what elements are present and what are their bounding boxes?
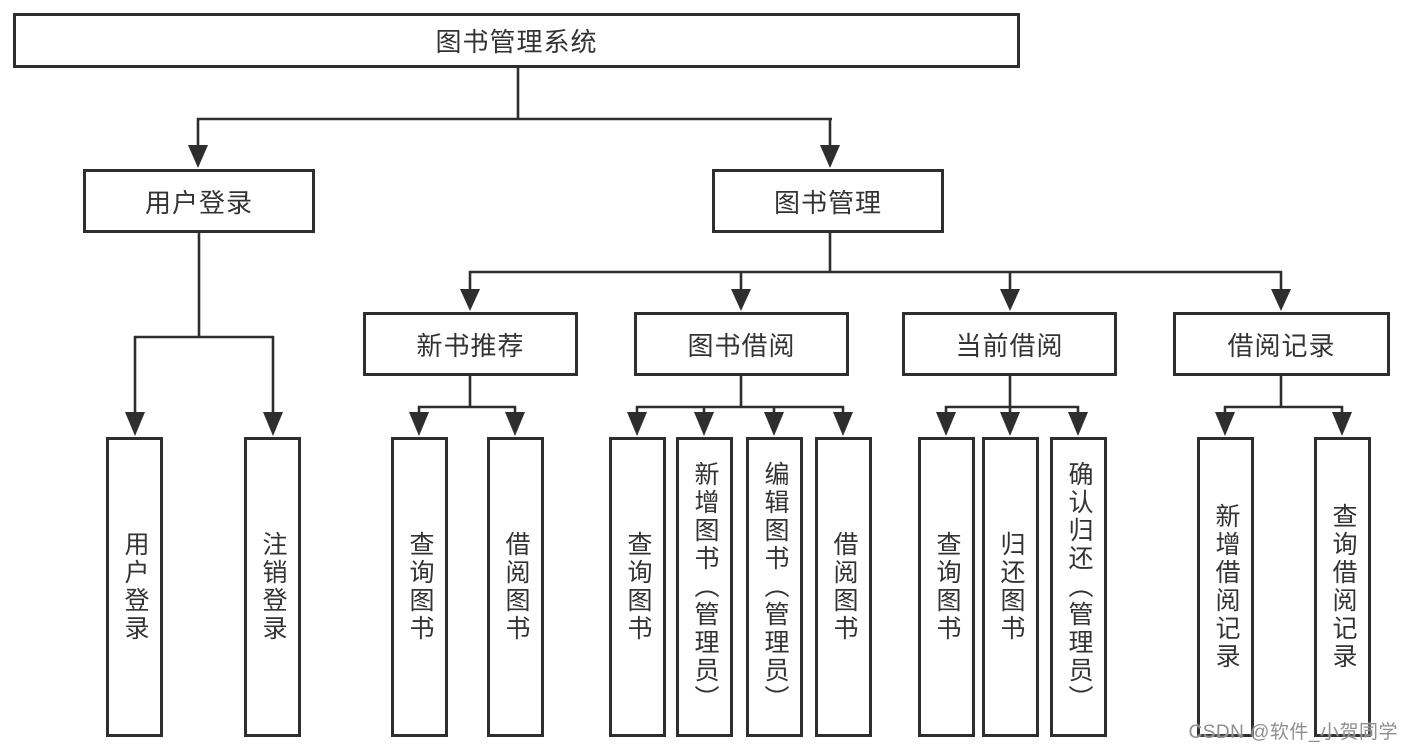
node-leaf-query-books-current: 查询图书 <box>918 437 975 737</box>
node-leaf-query-books-recommend: 查询图书 <box>391 437 448 737</box>
node-leaf-borrow-books: 借阅图书 <box>815 437 872 737</box>
node-leaf-return-book: 归还图书 <box>982 437 1039 737</box>
node-current-borrow: 当前借阅 <box>902 312 1117 376</box>
node-book-borrow: 图书借阅 <box>634 312 849 376</box>
node-root: 图书管理系统 <box>13 13 1020 68</box>
node-borrow-records: 借阅记录 <box>1173 312 1390 376</box>
node-new-book-recommend: 新书推荐 <box>363 312 578 376</box>
node-leaf-borrow-books-recommend: 借阅图书 <box>487 437 544 737</box>
node-user-login: 用户登录 <box>83 169 315 233</box>
node-leaf-query-borrow-record: 查询借阅记录 <box>1314 437 1371 737</box>
node-book-management: 图书管理 <box>712 169 944 233</box>
node-leaf-confirm-return-admin: 确认归还（管理员） <box>1050 437 1107 737</box>
node-leaf-edit-book-admin: 编辑图书（管理员） <box>746 437 803 737</box>
node-leaf-logout: 注销登录 <box>244 437 301 737</box>
watermark: CSDN @软件_小贺同学 <box>1188 722 1398 743</box>
node-leaf-add-borrow-record: 新增借阅记录 <box>1197 437 1254 737</box>
node-leaf-add-book-admin: 新增图书（管理员） <box>676 437 733 737</box>
node-leaf-query-books-borrow: 查询图书 <box>609 437 666 737</box>
node-leaf-user-login: 用户登录 <box>106 437 163 737</box>
